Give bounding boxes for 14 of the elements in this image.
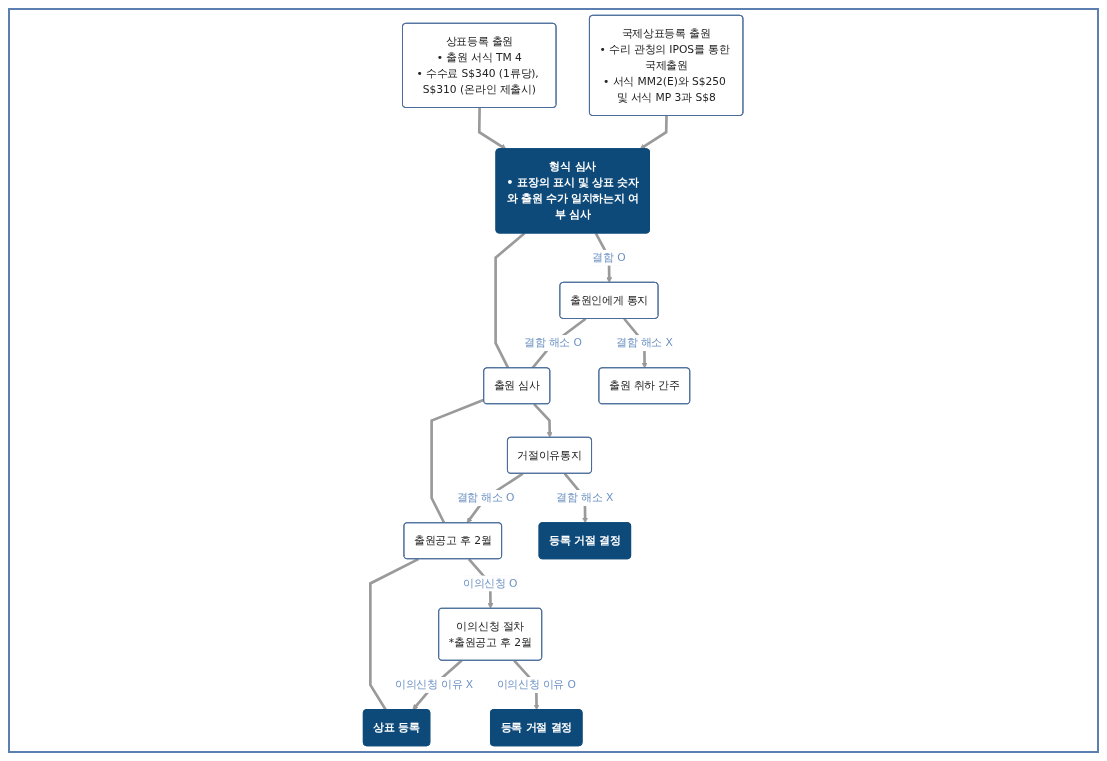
edge-label: 결함 해소 O [524, 336, 583, 350]
edge-label: 이의신청 O [463, 576, 518, 590]
edge-label: 결함 해소 X [616, 336, 674, 350]
arrow [533, 403, 553, 438]
arrow [478, 107, 507, 150]
edge-label: 결함 O [592, 250, 626, 264]
edge-label: 이의신청 이유 O [496, 678, 577, 691]
edge-label: 결함 해소 O [456, 491, 515, 504]
connector [494, 232, 526, 369]
edge-label: 결함 해소 X [556, 491, 614, 504]
arrow [640, 115, 669, 150]
edge-label: 이의신청 이유 X [395, 678, 474, 691]
connector [430, 398, 485, 524]
connector [369, 557, 420, 711]
